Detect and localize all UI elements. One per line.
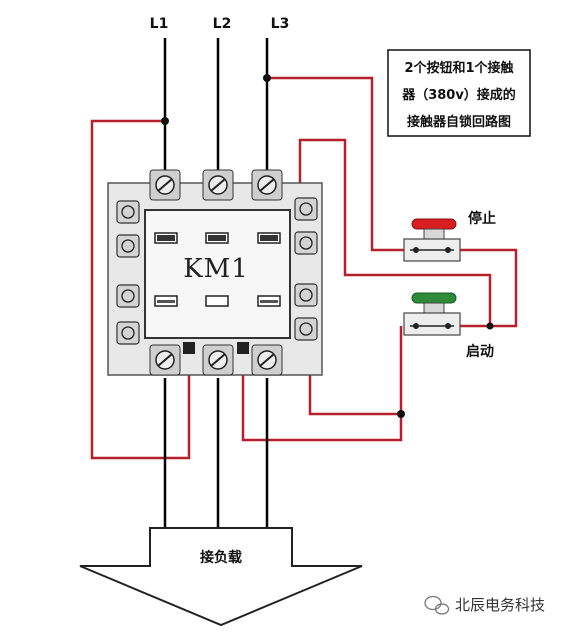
phase-label-l3: L3 [271,16,290,32]
title-box: 2个按钮和1个接触 器（380v）接成的 接触器自锁回路图 [387,49,531,137]
contactor-label: KM1 [183,254,249,284]
wechat-icon [424,595,450,615]
title-line-1: 2个按钮和1个接触 [404,60,513,76]
phase-label-l1: L1 [150,16,169,32]
load-label: 接负载 [200,549,242,566]
left-aux-screws [121,205,135,340]
stop-button[interactable] [403,218,461,262]
phase-label-l2: L2 [213,16,232,32]
title-line-3: 接触器自锁回路图 [407,114,511,130]
start-button[interactable] [403,292,461,336]
contact-windows-bottom [154,295,281,307]
title-line-2: 器（380v）接成的 [401,87,516,103]
start-label: 启动 [466,343,494,360]
top-terminals [149,169,283,201]
contactor-km1: KM1 [107,169,323,376]
contact-windows-top [154,232,281,244]
left-aux-terminals [116,200,140,345]
right-aux-terminals [294,197,318,341]
load-arrow [79,527,363,627]
load-wires [163,378,269,528]
watermark-text: 北辰电务科技 [455,596,545,614]
stop-label: 停止 [468,210,496,227]
junction-dots [161,74,494,418]
right-aux-screws [299,202,313,336]
watermark: 北辰电务科技 [424,595,545,615]
bottom-terminals [149,342,283,376]
supply-wires [163,38,269,178]
